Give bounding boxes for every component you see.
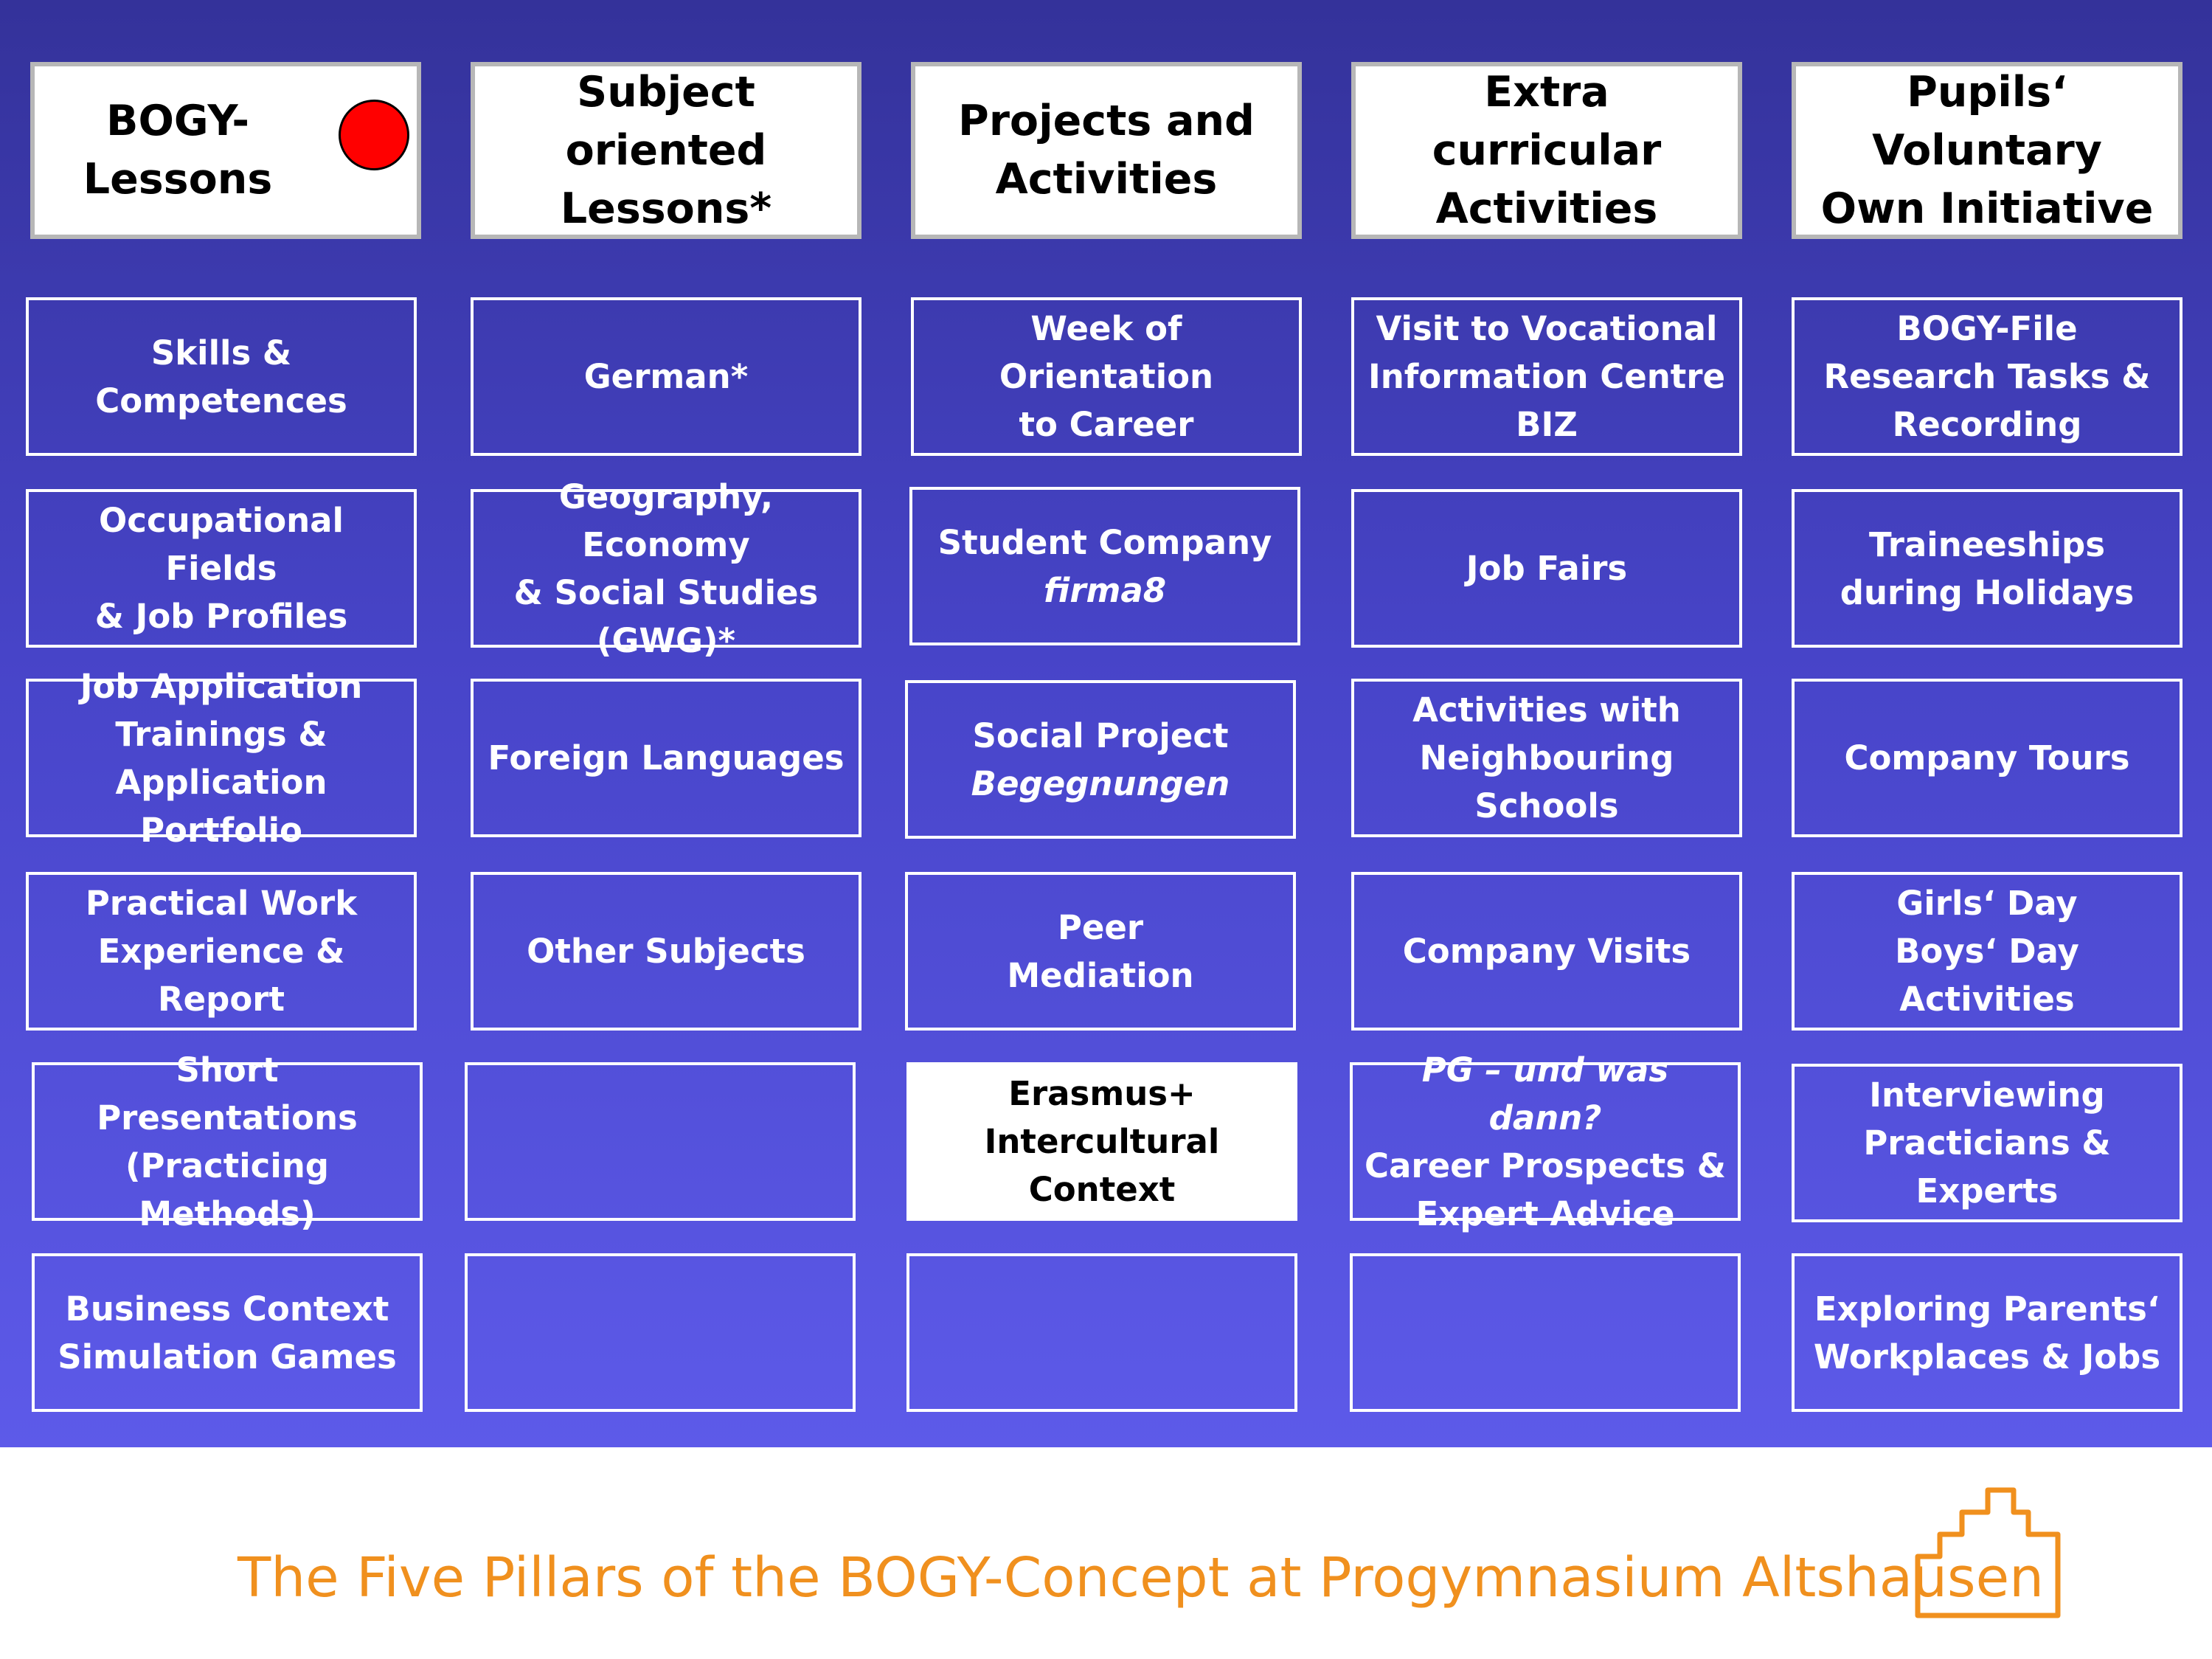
pillar-cell: Skills & Competences (26, 297, 417, 456)
cell-italic-text: PG – und was dann? (1421, 1050, 1669, 1137)
pillar-cell: Peer Mediation (905, 872, 1296, 1031)
pillar-cell: Company Visits (1351, 872, 1742, 1031)
pillar-cell-empty (906, 1253, 1297, 1412)
pillar-cell: Foreign Languages (471, 679, 861, 837)
pillar-header-projects: Projects and Activities (911, 62, 1302, 239)
pillar-cell: Activities with Neighbouring Schools (1351, 679, 1742, 837)
pillar-cell: Week of Orientation to Career (911, 297, 1302, 456)
pillar-cell: Other Subjects (471, 872, 861, 1031)
cell-italic-text: firma8 (1043, 570, 1167, 610)
cell-text: Other Subjects (527, 932, 805, 971)
cell-italic-text: Begegnungen (971, 763, 1230, 803)
pillar-cell: Geography, Economy & Social Studies (GWG… (471, 477, 861, 660)
pillar-cell: Traineeships during Holidays (1792, 489, 2182, 648)
pillar-cell: Girls‘ Day Boys‘ Day Activities (1792, 872, 2182, 1031)
pillar-cell: BOGY-File Research Tasks & Recording (1792, 297, 2182, 456)
cell-text: Traineeships during Holidays (1840, 524, 2135, 612)
header-label: Extra curricular Activities (1432, 67, 1662, 233)
pillar-cell-empty (1350, 1253, 1741, 1412)
cell-text: Student Company (937, 522, 1272, 562)
pillar-cell-empty (465, 1253, 856, 1412)
cell-text: Social Project (972, 716, 1229, 755)
cell-text: Career Prospects & Expert Advice (1365, 1146, 1726, 1233)
pillar-header-voluntary: Pupils‘ Voluntary Own Initiative (1792, 62, 2182, 239)
cell-text: Business Context Simulation Games (58, 1289, 397, 1376)
pillar-cell-empty (465, 1062, 856, 1221)
pillar-cell: Practical Work Experience & Report (26, 872, 417, 1031)
pillar-cell: Visit to Vocational Information Centre B… (1351, 297, 1742, 456)
cell-text: Occupational Fields & Job Profiles (94, 501, 348, 636)
pillar-header-extra-curricular: Extra curricular Activities (1351, 62, 1742, 239)
pillar-cell: Exploring Parents‘ Workplaces & Jobs (1792, 1253, 2182, 1412)
header-label: Projects and Activities (958, 97, 1255, 204)
cell-text: Girls‘ Day Boys‘ Day Activities (1895, 884, 2079, 1019)
pillar-cell: German* (471, 297, 861, 456)
cell-text: Geography, Economy & Social Studies (GWG… (513, 477, 819, 660)
pillar-cell: Company Tours (1792, 679, 2182, 837)
cell-text: Erasmus+ Intercultural Context (984, 1074, 1220, 1209)
header-label: BOGY- Lessons (83, 97, 273, 204)
pillar-cell: Student Company firma8 (909, 487, 1300, 645)
cell-text: Foreign Languages (488, 738, 845, 777)
header-label: Pupils‘ Voluntary Own Initiative (1820, 67, 2154, 233)
red-dot-marker (339, 100, 409, 170)
pillar-cell: Short Presentations (Practicing Methods) (32, 1050, 423, 1233)
school-building-logo-icon (1915, 1487, 2061, 1618)
pillar-cell: Business Context Simulation Games (32, 1253, 423, 1412)
pillar-cell: Job Application Trainings & Application … (26, 667, 417, 850)
cell-text: German* (583, 357, 749, 396)
header-label: Subject oriented Lessons* (560, 67, 772, 233)
pillar-cell: Occupational Fields & Job Profiles (26, 489, 417, 648)
cell-text: Job Application Trainings & Application … (80, 666, 363, 850)
pillar-cell: PG – und was dann? Career Prospects & Ex… (1350, 1050, 1741, 1233)
cell-text: Interviewing Practicians & Experts (1863, 1076, 2111, 1211)
cell-text: Activities with Neighbouring Schools (1412, 690, 1681, 825)
cell-text: Exploring Parents‘ Workplaces & Jobs (1813, 1289, 2161, 1376)
pillar-cell: Job Fairs (1351, 489, 1742, 648)
cell-text: BOGY-File Research Tasks & Recording (1823, 309, 2151, 444)
footer-title: The Five Pillars of the BOGY-Concept at … (238, 1546, 2045, 1610)
pillar-cell: Interviewing Practicians & Experts (1792, 1064, 2182, 1222)
cell-text: Week of Orientation to Career (999, 309, 1214, 444)
pillar-header-subject-oriented: Subject oriented Lessons* (471, 62, 861, 239)
cell-text: Skills & Competences (95, 333, 347, 420)
pillar-cell-highlighted: Erasmus+ Intercultural Context (906, 1062, 1297, 1221)
pillar-cell: Social Project Begegnungen (905, 680, 1296, 839)
cell-text: Company Tours (1844, 738, 2130, 777)
cell-text: Job Fairs (1466, 549, 1628, 588)
cell-text: Peer Mediation (1007, 907, 1194, 995)
cell-text: Company Visits (1402, 932, 1691, 971)
cell-text: Practical Work Experience & Report (85, 884, 358, 1019)
cell-text: Visit to Vocational Information Centre B… (1367, 309, 1726, 444)
cell-text: Short Presentations (Practicing Methods) (97, 1050, 358, 1233)
